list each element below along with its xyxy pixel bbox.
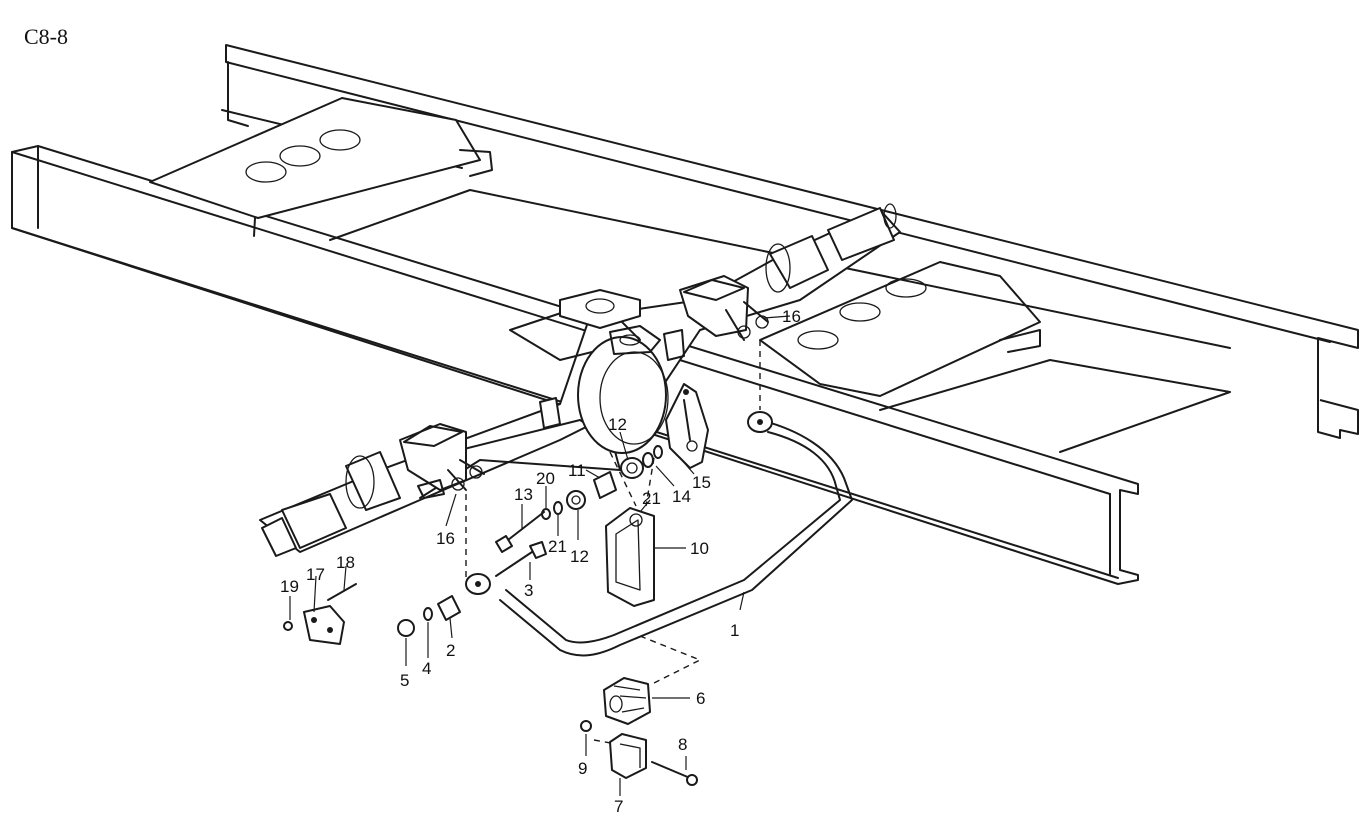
callout-14: 14 — [672, 487, 691, 506]
axle-small-tab — [539, 397, 561, 429]
stabilizer-bar — [465, 411, 853, 657]
part-12-bush-upper — [620, 457, 644, 479]
part-15-link-bracket — [665, 383, 709, 469]
callout-4: 4 — [422, 659, 431, 678]
callout-16-left: 16 — [436, 529, 455, 548]
callout-16-right: 16 — [782, 307, 801, 326]
part-19-nut — [283, 621, 293, 631]
callout-20: 20 — [536, 469, 555, 488]
part-10-mount-bracket — [605, 507, 655, 607]
frame-cross-member-left — [149, 97, 493, 237]
callout-labels: 1 2 3 4 5 6 7 8 9 10 11 12 12 13 14 15 1… — [280, 307, 801, 816]
axle-left-hub — [261, 451, 401, 557]
part-7-clamp — [609, 733, 647, 779]
callout-2: 2 — [446, 641, 455, 660]
callout-7: 7 — [614, 797, 623, 816]
part-2-bush — [437, 595, 461, 621]
part-13-bolt — [495, 511, 545, 553]
callout-11: 11 — [568, 461, 586, 480]
callout-6: 6 — [696, 689, 705, 708]
part-9-nut — [580, 720, 592, 732]
assembly-lines — [465, 340, 761, 745]
callout-21-left: 21 — [548, 537, 567, 556]
part-12-bush-upper-inner — [626, 462, 638, 474]
callout-12-lower: 12 — [570, 547, 589, 566]
callout-1: 1 — [730, 621, 739, 640]
leader-lines — [289, 315, 791, 796]
axle-right-hub — [765, 203, 897, 293]
part-12-bush-lower — [566, 490, 586, 510]
axle-bracket-right — [663, 275, 769, 361]
callout-5: 5 — [400, 671, 409, 690]
part-11-sleeve — [593, 471, 617, 499]
callout-18: 18 — [336, 553, 355, 572]
callout-21-right: 21 — [642, 489, 661, 508]
part-8-bolt-head — [686, 774, 698, 786]
axle-differential — [577, 325, 669, 454]
callout-15: 15 — [692, 473, 711, 492]
callout-10: 10 — [690, 539, 709, 558]
callout-19: 19 — [280, 577, 299, 596]
part-14-washer-b — [653, 445, 663, 459]
callout-3: 3 — [524, 581, 533, 600]
part-8-bolt — [651, 761, 691, 779]
callout-8: 8 — [678, 735, 687, 754]
callout-17: 17 — [306, 565, 325, 584]
frame-inner-flange — [329, 189, 1231, 453]
frame-cross-member-right — [759, 261, 1041, 397]
part-18-bolt — [327, 583, 357, 601]
axle-top-bracket — [559, 289, 641, 329]
part-6-rubber-mount — [603, 677, 651, 725]
part-20-washer — [541, 508, 551, 520]
figure-code: C8-8 — [24, 24, 68, 49]
part-5-nut — [397, 619, 415, 637]
callout-13: 13 — [514, 485, 533, 504]
part-12-bush-lower-inner — [571, 495, 581, 505]
part-14-washer — [642, 452, 654, 468]
part-3-bolt — [495, 541, 547, 577]
part-21-washer-left — [553, 501, 563, 515]
part-4-washer — [423, 607, 433, 621]
axle-bracket-left — [399, 423, 485, 499]
callout-9: 9 — [578, 759, 587, 778]
callout-12-upper: 12 — [608, 415, 627, 434]
part-17-plate — [303, 605, 345, 645]
